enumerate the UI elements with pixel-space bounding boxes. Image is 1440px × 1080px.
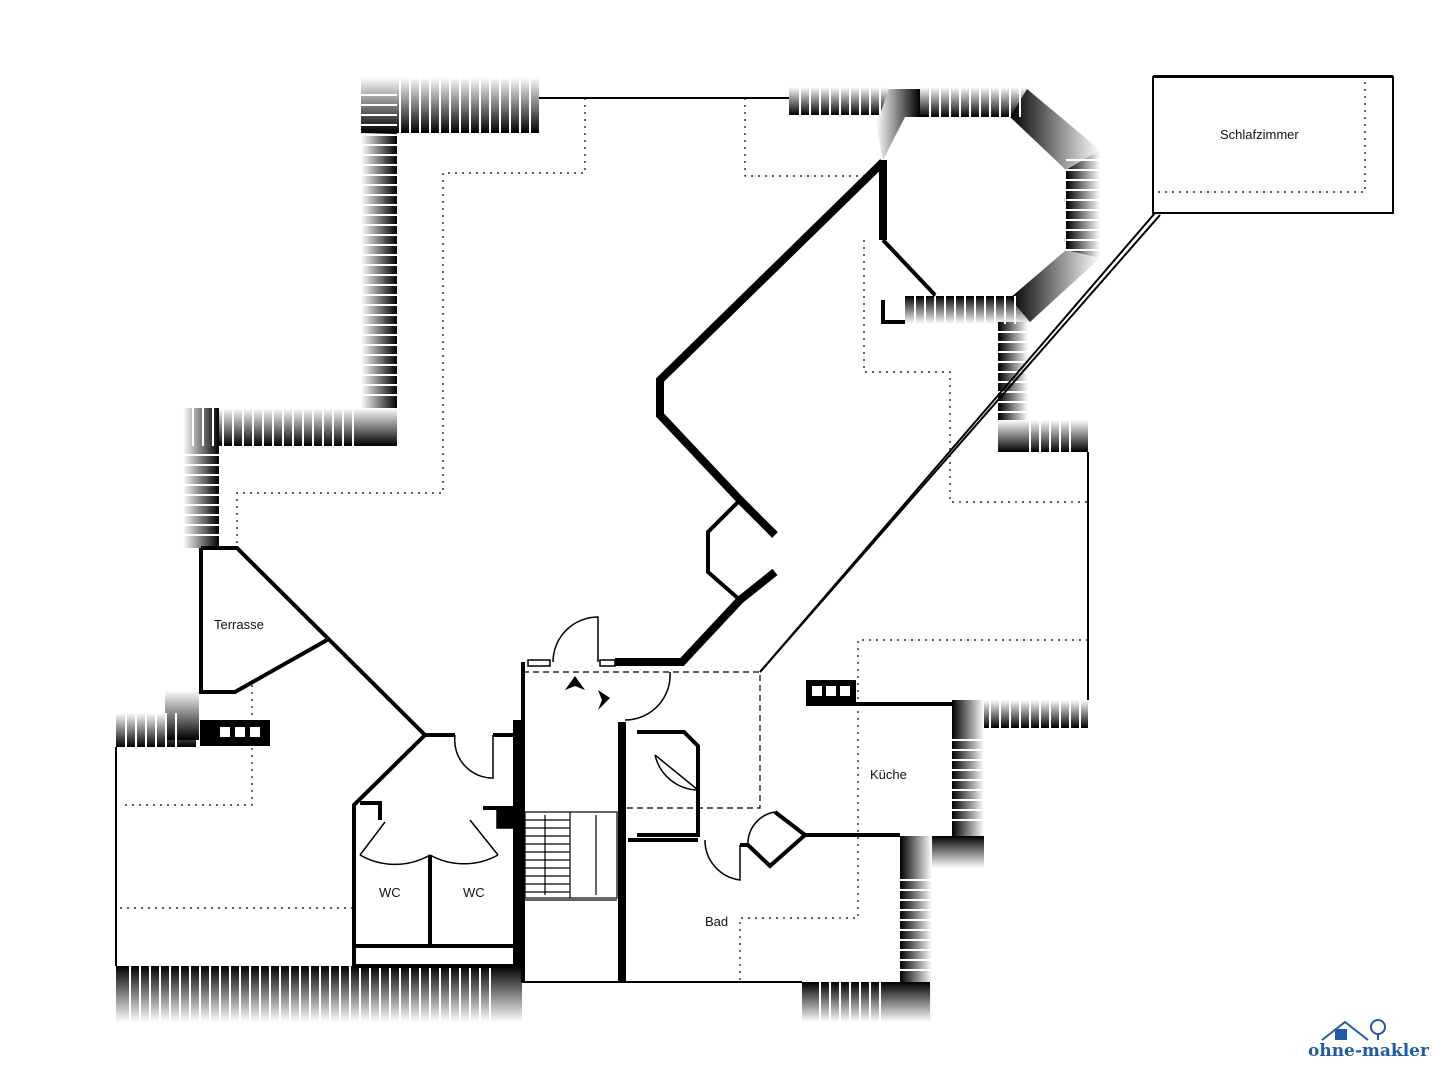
house-icon	[1321, 1019, 1386, 1041]
thick-walls	[513, 159, 887, 982]
outer-outline	[115, 97, 1161, 983]
dotted-lines	[120, 82, 1366, 982]
roof-eaves	[116, 77, 1100, 1022]
room-label-schlafzimmer: Schlafzimmer	[1220, 127, 1299, 142]
room-label-wc-right: WC	[463, 885, 485, 900]
brand-name: ohne-makler	[1308, 1041, 1430, 1061]
room-label-bad: Bad	[705, 914, 728, 929]
medium-walls	[199, 238, 952, 982]
room-label-wc-left: WC	[379, 885, 401, 900]
room-label-kueche: Küche	[870, 767, 907, 782]
schlafzimmer-box	[1152, 76, 1394, 214]
staircase	[524, 811, 618, 901]
doors	[359, 616, 776, 881]
room-label-terrasse: Terrasse	[214, 617, 264, 632]
chimneys	[200, 680, 856, 746]
brand-logo: ohne-makler	[1308, 1019, 1430, 1061]
hall-dashed	[523, 671, 761, 809]
entrance-arrows	[565, 676, 610, 710]
thresholds	[496, 659, 616, 829]
